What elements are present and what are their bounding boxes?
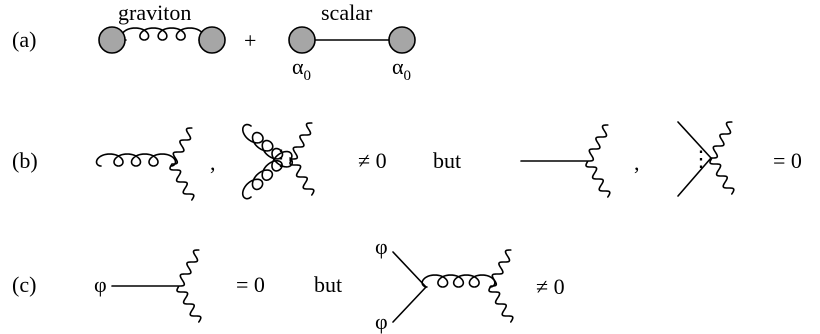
multi-scalar-photon-vertex: ⋮ <box>677 121 735 197</box>
neq-zero-b: ≠ 0 <box>358 148 387 173</box>
phi-lower-label: φ <box>375 309 388 334</box>
ellipsis-dots: ⋮ <box>270 145 292 170</box>
graviton-right-blob <box>198 26 226 54</box>
graviton-label: graviton <box>118 0 191 25</box>
scalar-photon-vertex <box>520 124 611 198</box>
upper-phi-line <box>392 251 427 288</box>
plus-sign: + <box>244 28 256 53</box>
scalar-right-blob <box>388 26 416 54</box>
row-b-label: (b) <box>12 148 38 173</box>
photon-wavy-line <box>176 249 202 323</box>
eq-zero-c: = 0 <box>236 272 265 297</box>
comma-2: , <box>634 150 640 175</box>
phi-phi-graviton-photon-vertex: φ φ <box>375 234 514 334</box>
lower-scalar-line <box>677 157 712 197</box>
scalar-left-blob <box>288 26 316 54</box>
photon-wavy-line <box>289 122 315 196</box>
upper-graviton-line <box>241 123 294 168</box>
alpha-left: α0 <box>292 54 311 84</box>
upper-scalar-line <box>677 121 712 159</box>
row-c-label: (c) <box>12 272 36 297</box>
scalar-label: scalar <box>321 0 373 25</box>
graviton-left-blob <box>98 26 126 54</box>
lower-phi-line <box>392 286 427 323</box>
graviton-propagator: graviton <box>98 0 226 54</box>
photon-wavy-line <box>709 121 735 195</box>
phi-upper-label: φ <box>375 234 388 259</box>
scalar-propagator: scalar α0 α0 <box>288 0 416 84</box>
alpha-right: α0 <box>392 54 411 84</box>
phi-photon-vertex: φ <box>94 249 202 323</box>
comma-1: , <box>210 150 216 175</box>
lower-graviton-line <box>241 150 293 200</box>
neq-zero-c: ≠ 0 <box>536 274 565 299</box>
graviton-gluon-line <box>120 27 205 41</box>
eq-zero-b: = 0 <box>773 148 802 173</box>
row-a-label: (a) <box>12 27 36 52</box>
photon-wavy-line <box>488 249 514 323</box>
photon-wavy-line <box>585 124 611 198</box>
graviton-line <box>421 274 496 288</box>
but-b: but <box>433 148 461 173</box>
ellipsis-dots: ⋮ <box>690 146 712 171</box>
photon-wavy-line <box>169 127 195 201</box>
phi-label: φ <box>94 272 107 297</box>
graviton-line <box>95 153 177 167</box>
multi-graviton-photon-vertex: ⋮ <box>241 122 315 200</box>
graviton-photon-vertex <box>95 127 195 201</box>
but-c: but <box>314 272 342 297</box>
